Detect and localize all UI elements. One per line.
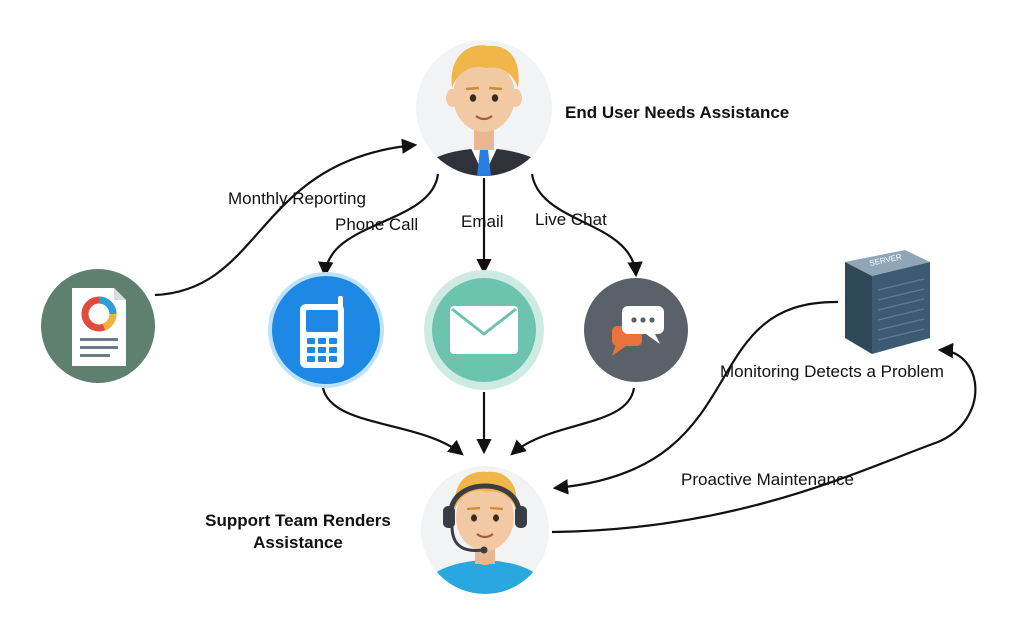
- edge-live-chat: [530, 173, 643, 278]
- label-phone-call: Phone Call: [335, 215, 418, 234]
- edge-chat-to-support: [510, 387, 636, 456]
- end-user-label: End User Needs Assistance: [565, 103, 789, 122]
- chat-bubbles-icon: [584, 278, 688, 382]
- label-live-chat: Live Chat: [535, 210, 607, 229]
- edge-monthly-reporting: [154, 138, 418, 297]
- report-document-icon: [41, 269, 155, 383]
- label-monitoring: Monitoring Detects a Problem: [720, 362, 944, 381]
- server-icon: SERVER: [845, 250, 930, 354]
- edge-monitoring: [552, 300, 839, 495]
- edge-proactive-maintenance: [551, 342, 977, 534]
- end-user-avatar: [416, 40, 552, 176]
- support-team-label-line2: Assistance: [253, 533, 343, 552]
- label-proactive-maintenance: Proactive Maintenance: [681, 470, 854, 489]
- support-team-label-line1: Support Team Renders: [205, 511, 391, 530]
- label-monthly-reporting: Monthly Reporting: [228, 189, 366, 208]
- edge-phone-to-support: [321, 387, 464, 456]
- edges: [154, 138, 977, 534]
- label-email: Email: [461, 212, 504, 231]
- support-agent-avatar: [421, 466, 549, 594]
- envelope-icon: [424, 270, 544, 390]
- mobile-phone-icon: [268, 272, 384, 388]
- edge-phone-call: [318, 173, 440, 278]
